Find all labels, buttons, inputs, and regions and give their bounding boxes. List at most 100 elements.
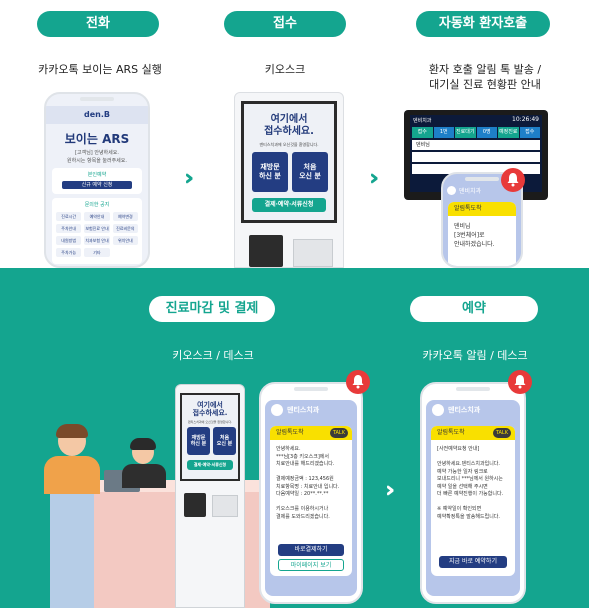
- patient-legs: [50, 494, 94, 608]
- kiosk-title-line: 접수하세요.: [192, 409, 228, 417]
- kiosk-2: 여기에서 접수하세요. 덴티스치과에 오신것을 환영합니다. 재방문 하신 분 …: [175, 384, 245, 608]
- step-phone-pill: 전화: [37, 11, 159, 37]
- tile-text: 하신 분: [259, 172, 281, 180]
- first-visit-tile[interactable]: 처음 오신 분: [213, 427, 236, 455]
- step-patient-call-caption: 환자 호출 알림 톡 발송 / 대기실 진료 현황판 안내: [400, 62, 570, 92]
- call-clinic: 덴비치과: [459, 188, 482, 195]
- first-visit-tile[interactable]: 처음 오신 분: [292, 152, 328, 192]
- kiosk-title: 여기에서 접수하세요.: [182, 401, 238, 417]
- talk-badge: TALK: [492, 428, 511, 438]
- kiosk-sub: 덴티스치과에 오신것을 환영합니다.: [259, 142, 319, 147]
- tile-text: 하신 분: [190, 441, 207, 447]
- board-header-cell: 접수: [519, 127, 540, 138]
- call-phone: 덴비치과 알림톡도착 덴비님 [3번체어]로 안내하겠습니다.: [441, 172, 523, 268]
- kiosk-title-line: 여기에서: [270, 114, 308, 125]
- ars-title: 보이는 ARS: [64, 132, 130, 146]
- payment-bar[interactable]: 결제·예약·서류신청: [252, 198, 326, 212]
- tile-text: 오신 분: [216, 441, 233, 447]
- caption-line: 환자 호출 알림 톡 발송 /: [428, 63, 542, 76]
- receipt-slot: [293, 239, 333, 267]
- tile-text: 재방문: [191, 435, 206, 441]
- call-header: 덴비치과: [447, 186, 481, 195]
- phone-notch: [80, 97, 114, 101]
- card-reader: [249, 235, 283, 267]
- mypage-button[interactable]: 마이페이지 보기: [278, 559, 344, 571]
- avatar-icon: [432, 404, 444, 416]
- pay-now-button[interactable]: 바로결제하기: [278, 544, 344, 556]
- ars-menu-item[interactable]: 진료비문의: [112, 224, 138, 233]
- ars-menu-item[interactable]: 예약변경: [112, 212, 138, 221]
- ars-menu-item[interactable]: 내원방법: [56, 236, 82, 245]
- ars-phone: den.B 보이는 ARS [고객님] 안녕하세요. 원하시는 항목을 눌러주세…: [44, 92, 150, 268]
- ars-menu-item[interactable]: 치과보험 안내: [84, 236, 110, 245]
- kiosk-title-line: 여기에서: [197, 401, 223, 409]
- board-row-empty: [412, 164, 540, 174]
- ars-menu-item[interactable]: 보험진료 안내: [84, 224, 110, 233]
- chat-clinic: 덴티스치과: [448, 406, 481, 414]
- step-reception-caption: 키오스크: [264, 63, 306, 76]
- staff-hair: [130, 438, 156, 450]
- board-header-cell: 0명: [476, 127, 497, 138]
- chevron-right-icon: ››: [369, 166, 380, 191]
- bell-icon: [508, 370, 532, 394]
- step-reservation-caption: 카카오톡 알림 / 데스크: [422, 349, 528, 362]
- ars-header: den.B: [46, 106, 148, 124]
- payment-bar[interactable]: 결제·예약·서류신청: [187, 460, 233, 470]
- revisit-tile[interactable]: 재방문 하신 분: [252, 152, 288, 192]
- chevron-right-icon: ››: [184, 166, 195, 191]
- board-row: 덴비님: [412, 140, 540, 150]
- kiosk-sub: 덴티스치과에 오신것을 환영합니다.: [187, 420, 233, 424]
- payment-message-body: 안녕하세요. ***님[3층 키오스크]에서 치료안내를 해드리겠습니다. 결제…: [276, 446, 340, 520]
- ars-greeting: [고객님] 안녕하세요.: [75, 150, 119, 156]
- chat-clinic: 덴티스치과: [287, 406, 320, 414]
- step-patient-call-pill: 자동화 환자호출: [416, 11, 550, 37]
- receipt-slot: [212, 495, 238, 517]
- kiosk-1: 여기에서 접수하세요. 덴티스치과에 오신것을 환영합니다. 재방문 하신 분 …: [234, 92, 344, 268]
- kiosk-screen: 여기에서 접수하세요. 덴티스치과에 오신것을 환영합니다. 재방문 하신 분 …: [241, 101, 337, 223]
- ars-hint: 원하시는 항목을 눌러주세요.: [67, 158, 127, 164]
- reservation-message-body: [사전예약요청 안내] 안녕하세요.덴티스치과입니다. 예약 가능한 일자 링크…: [437, 446, 504, 520]
- call-message: 알림톡도착 덴비님 [3번체어]로 안내하겠습니다.: [448, 202, 516, 266]
- kiosk-title-line: 접수하세요.: [264, 126, 314, 137]
- card-title: 문의한 공지: [84, 202, 110, 208]
- call-message-body: 덴비님 [3번체어]로 안내하겠습니다.: [454, 223, 495, 248]
- tile-text: 재방문: [260, 163, 280, 171]
- board-clinic: 덴비치과: [413, 118, 432, 124]
- ars-menu-item[interactable]: 주차안내: [56, 224, 82, 233]
- chevron-right-icon: ››: [385, 478, 396, 503]
- reservation-chat: 덴티스치과 알림톡도착 TALK [사전예약요청 안내] 안녕하세요.덴티스치과입…: [426, 400, 520, 596]
- ars-menu-item[interactable]: 위치안내: [112, 236, 138, 245]
- step-closing-payment-pill: 진료마감 및 결제: [149, 296, 275, 322]
- staff-person: [118, 438, 170, 500]
- ars-menu-item[interactable]: 기타: [84, 248, 110, 257]
- caption-line: 대기실 진료 현황판 안내: [429, 78, 541, 91]
- tag-text: 알림톡도착: [437, 429, 465, 436]
- chat-header: 덴티스치과: [265, 400, 357, 420]
- new-reservation-button[interactable]: 신규 예약 신청: [62, 181, 132, 189]
- patient-hair: [56, 424, 88, 438]
- ars-menu-item[interactable]: 주차가능: [56, 248, 82, 257]
- board-header-cell: 진료대기: [455, 127, 476, 138]
- ars-card-reservation: 본인예약 신규 예약 신청: [52, 168, 142, 194]
- step-phone-caption: 카카오톡 보이는 ARS 실행: [38, 63, 162, 76]
- card-reader: [184, 493, 206, 517]
- card-title: 본인예약: [87, 172, 107, 178]
- phone-notch: [456, 387, 490, 391]
- tile-text: 처음: [219, 435, 230, 441]
- reservation-phone: 덴티스치과 알림톡도착 TALK [사전예약요청 안내] 안녕하세요.덴티스치과입…: [420, 382, 526, 604]
- board-row-name: 덴비님: [416, 142, 430, 148]
- tile-text: 처음: [303, 163, 317, 171]
- reserve-now-button[interactable]: 지금 바로 예약하기: [439, 556, 507, 568]
- logo: den.B: [84, 110, 110, 119]
- board-time: 10:26:49: [512, 116, 539, 123]
- revisit-tile[interactable]: 재방문 하신 분: [187, 427, 210, 455]
- ars-menu-item[interactable]: 진료시간: [56, 212, 82, 221]
- reservation-message: 알림톡도착 TALK [사전예약요청 안내] 안녕하세요.덴티스치과입니다. 예약…: [431, 426, 515, 576]
- step-reservation-pill: 예약: [410, 296, 538, 322]
- ars-menu-item[interactable]: 예약안내: [84, 212, 110, 221]
